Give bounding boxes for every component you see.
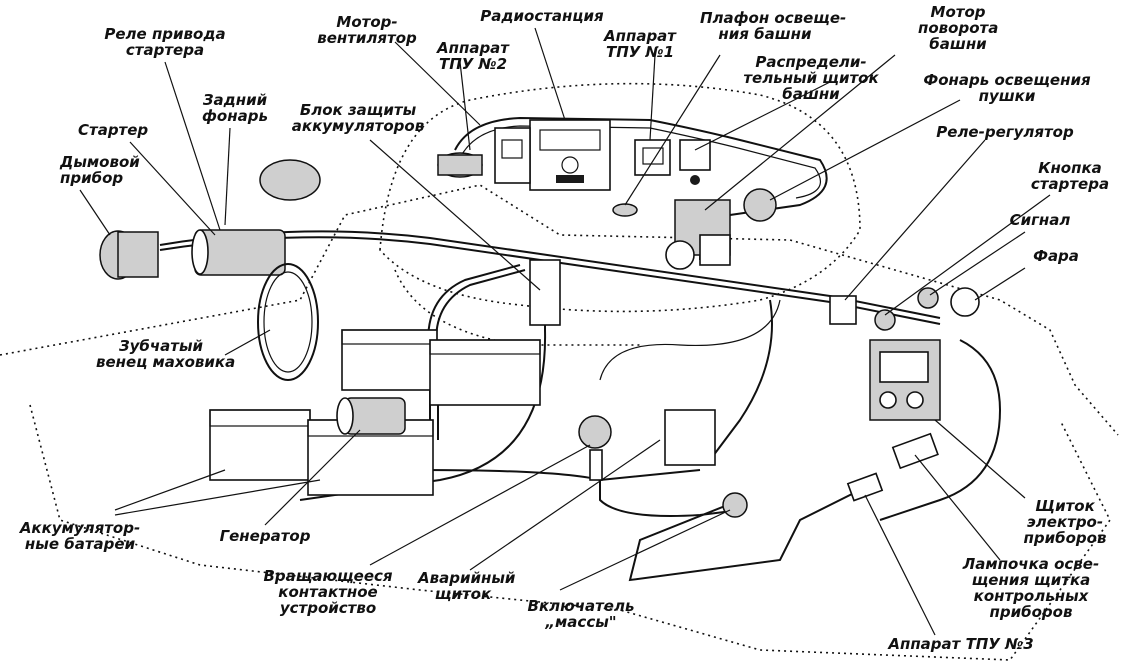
label-gun-light: Фонарь освещения пушки	[923, 71, 1091, 105]
mass-switch	[722, 492, 748, 518]
turret-cable-inner	[459, 125, 821, 199]
label-tpu2: Аппарат ТПУ №2	[436, 39, 509, 73]
rotating-contact-device	[578, 415, 612, 449]
label-headlight: Фара	[1033, 247, 1079, 265]
label-rear-light: Задний фонарь	[202, 91, 268, 125]
label-smoke-device: Дымовой прибор	[60, 153, 140, 187]
battery-protection-block	[529, 259, 561, 326]
starter-button	[874, 309, 896, 331]
mass-cable	[599, 470, 741, 517]
label-turret-plafond: Плафон освеще- ния башни	[700, 9, 847, 43]
label-regulator-relay: Реле-регулятор	[936, 123, 1074, 141]
label-tpu1: Аппарат ТПУ №1	[603, 27, 676, 61]
label-generator: Генератор	[219, 527, 311, 545]
tpu3-box	[846, 472, 884, 502]
label-starter-button: Кнопка стартера	[1030, 159, 1110, 193]
right-cable	[709, 299, 773, 461]
label-panel-lamp: Лампочка осве- щения щитка контрольных п…	[962, 555, 1100, 621]
label-battery-protection-block: Блок защиты аккумуляторов	[291, 101, 425, 135]
regulator-relay	[829, 295, 857, 325]
generator-body	[344, 397, 406, 435]
tpu1-box	[634, 139, 671, 176]
flywheel-ring	[257, 263, 319, 381]
label-horn-signal: Сигнал	[1009, 211, 1071, 229]
label-batteries: Аккумулятор- ные батареи	[19, 519, 141, 553]
label-turret-traverse-motor: Мотор поворота башни	[918, 3, 999, 53]
label-rotating-contact-device: Вращающееся контактное устройство	[263, 567, 393, 617]
turret-plafond	[612, 203, 638, 217]
rear-light	[259, 159, 321, 201]
panel-cable	[879, 339, 1002, 521]
tpu2-box	[494, 127, 531, 184]
label-mass-switch: Включатель „массы"	[527, 597, 635, 631]
hull-outline	[0, 184, 1119, 436]
label-tpu3: Аппарат ТПУ №3	[888, 635, 1034, 653]
vertical-cable	[299, 270, 547, 501]
panel-lamp-strip	[891, 432, 939, 470]
leader-lines	[79, 27, 1051, 636]
headlight	[950, 287, 980, 317]
gun-light	[743, 188, 777, 222]
label-radio-station: Радиостанция	[480, 7, 604, 25]
battery-1	[341, 329, 438, 391]
turret-base-outline	[394, 269, 640, 346]
tpu3-cable	[628, 489, 861, 582]
label-motor-fan: Мотор- вентилятор	[317, 13, 417, 47]
label-starter: Стартер	[78, 121, 149, 139]
label-flywheel-ring: Зубчатый венец маховика	[96, 337, 236, 371]
label-starter-drive-relay: Реле привода стартера	[104, 25, 226, 59]
battery-3	[209, 409, 311, 481]
battery-2	[429, 339, 541, 406]
ring-cable	[599, 299, 781, 381]
label-instrument-panel: Щиток электро- приборов	[1023, 497, 1107, 547]
emergency-panel	[664, 409, 716, 466]
turret-outline	[379, 82, 861, 313]
label-turret-distribution-panel: Распредели- тельный щиток башни	[743, 53, 879, 103]
label-emergency-panel: Аварийный щиток	[418, 569, 516, 603]
